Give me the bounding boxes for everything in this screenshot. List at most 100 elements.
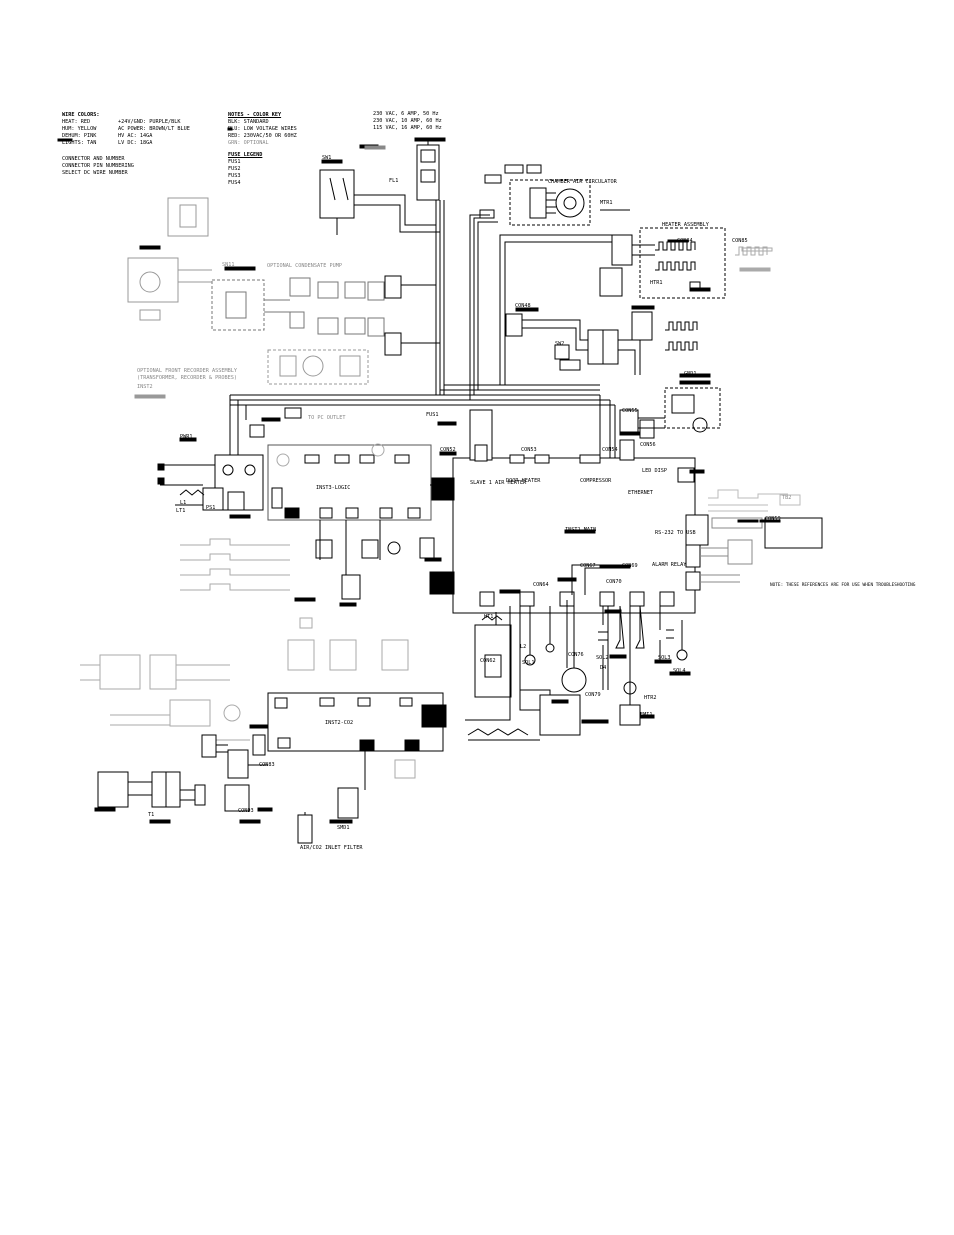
- label-con76: CON76: [568, 652, 584, 658]
- label-ps1: PS1: [206, 505, 216, 511]
- label-fus1: FUS1: [426, 412, 439, 418]
- wire-color-row-2-name: HUM: YELLOW: [62, 126, 97, 132]
- notes-line-4: GRN: OPTIONAL: [228, 140, 269, 146]
- main-board: [429, 409, 759, 614]
- label-optional-condensate-pump: OPTIONAL CONDENSATE PUMP: [267, 263, 342, 269]
- label-d4: D4: [600, 665, 607, 671]
- label-con53: CON53: [521, 447, 537, 453]
- label-htr2: HTR2: [644, 695, 657, 701]
- label-con70: CON70: [606, 579, 622, 585]
- label-con79: CON79: [585, 692, 601, 698]
- label-smd1: SMD1: [337, 825, 350, 831]
- label-con56: CON56: [640, 442, 656, 448]
- label-sol1: SOL1: [522, 660, 535, 666]
- label-door-heater: DOOR HEATER: [506, 478, 541, 484]
- label-con85: CON85: [732, 238, 748, 244]
- label-l1: L1: [180, 500, 187, 506]
- label-sn11: SN11: [222, 262, 235, 268]
- label-pwr1: PWR1: [180, 434, 193, 440]
- power-spec-1: 230 VAC, 6 AMP, 50 Hz: [373, 111, 439, 117]
- solenoid-area: [465, 564, 691, 741]
- wire-color-row-3-name: DEHUM: PINK: [62, 133, 97, 139]
- label-con93: CON93: [238, 808, 254, 814]
- label-chamber-air-circulator: CHAMBER AIR CIRCULATOR: [548, 179, 617, 185]
- label-rs232: RS-232 TO USB: [655, 530, 696, 536]
- label-con84: CON84: [677, 238, 693, 244]
- label-underline-bars: [57, 127, 705, 607]
- legend-note-2: CONNECTOR PIN NUMBERING: [62, 163, 134, 169]
- main-bus-lines: [229, 384, 616, 470]
- label-ethernet: ETHERNET: [628, 490, 653, 496]
- label-sol4: SOL4: [673, 668, 686, 674]
- logic-board: [267, 444, 453, 600]
- label-compressor: COMPRESSOR: [580, 478, 612, 484]
- power-supply-area: [157, 407, 302, 519]
- main-switch-sw1: [319, 159, 440, 235]
- condensate-pump-ghost: [211, 275, 440, 356]
- wire-color-row-3-desc: HV AC: 14GA: [118, 133, 153, 139]
- transformer-assembly: [505, 305, 698, 375]
- label-con52: CON52: [440, 447, 456, 453]
- label-led-disp: LED DISP: [642, 468, 667, 474]
- notes-line-2: BLU: LOW VOLTAGE WIRES: [228, 126, 297, 132]
- legend-note-3: SELECT DC WIRE NUMBER: [62, 170, 128, 176]
- label-optional-front-recorder: OPTIONAL FRONT RECORDER ASSEMBLY: [137, 368, 237, 374]
- label-sw2: SW2: [555, 341, 565, 347]
- label-emi1: EMI1: [640, 712, 653, 718]
- power-spec-2: 230 VAC, 10 AMP, 60 Hz: [373, 118, 442, 124]
- usb-connector-box: [700, 517, 823, 583]
- power-entry-module: [359, 137, 446, 395]
- wire-colors-title: WIRE COLORS:: [62, 112, 100, 118]
- fuse-legend-item-1: FUS1: [228, 159, 241, 165]
- wire-color-row-2-desc: AC POWER: BROWN/LT BLUE: [118, 126, 190, 132]
- label-fl1: FL1: [389, 178, 399, 184]
- chamber-air-circulator: [469, 164, 630, 400]
- label-lt1: LT1: [176, 508, 186, 514]
- label-alarm-relay: ALARM RELAY: [652, 562, 687, 568]
- label-remote-note: NOTE: THESE REFERENCES ARE FOR USE WHEN …: [770, 583, 916, 588]
- fuse-legend-item-2: FUS2: [228, 166, 241, 172]
- wire-color-row-1-desc: +24V/GND: PURPLE/BLK: [118, 119, 181, 125]
- label-htr1: HTR1: [650, 280, 663, 286]
- alarm-relay-ghost-lines: [708, 489, 801, 512]
- lower-left-transformer: [94, 734, 273, 824]
- fuse-legend-title: FUSE LEGEND: [228, 152, 263, 158]
- lamp-ghost-circuits: [180, 443, 385, 591]
- label-con54: CON54: [602, 447, 618, 453]
- co2-board: [249, 692, 447, 844]
- label-t1: T1: [148, 812, 155, 818]
- notes-line-1: BLK: STANDARD: [228, 119, 269, 125]
- label-optional-front-recorder-sub: (TRANSFORMER, RECORDER & PROBES): [137, 375, 237, 381]
- label-sol3: SOL3: [658, 655, 671, 661]
- label-con62: CON62: [480, 658, 496, 664]
- wire-color-row-1-name: HEAT: RED: [62, 119, 91, 125]
- fan-assembly: [619, 373, 721, 439]
- notes-line-3: RED: 230VAC/50 OR 60HZ: [228, 133, 297, 139]
- co2-ghost-components: [80, 617, 416, 779]
- heater-assembly: [499, 227, 773, 385]
- label-main-board: INST1-MAIN: [565, 527, 597, 533]
- label-tb2: TB2: [782, 495, 792, 501]
- label-con59: CON59: [765, 516, 781, 522]
- label-gnd1: GND1: [684, 371, 697, 377]
- label-assy-ref: INST2: [137, 384, 153, 390]
- label-air-inlet-filter: AIR/CO2 INLET FILTER: [300, 845, 363, 851]
- front-recorder-ghost: [127, 197, 369, 385]
- fuse-legend-item-4: FUS4: [228, 180, 241, 186]
- label-con69: CON69: [622, 563, 638, 569]
- label-con55: CON55: [622, 408, 638, 414]
- label-con64: CON64: [533, 582, 549, 588]
- notes-title: NOTES - COLOR KEY: [228, 112, 282, 118]
- label-mtr1: MTR1: [600, 200, 613, 206]
- label-con67: CON67: [580, 563, 596, 569]
- fuse-legend-item-3: FUS3: [228, 173, 241, 179]
- label-sol2: SOL2: [596, 655, 609, 661]
- label-co2-board: INST2-CO2: [325, 720, 354, 726]
- label-to-pc-outlet: TO PC OUTLET: [308, 415, 346, 421]
- legend-note-1: CONNECTOR AND NUMBER: [62, 156, 125, 162]
- power-spec-3: 115 VAC, 16 AMP, 60 Hz: [373, 125, 442, 131]
- label-air-heater: SLAVE 1 AIR HEATER: [470, 480, 527, 486]
- label-heater-assembly: HEATER ASSEMBLY: [662, 222, 709, 228]
- label-con83: CON83: [259, 762, 275, 768]
